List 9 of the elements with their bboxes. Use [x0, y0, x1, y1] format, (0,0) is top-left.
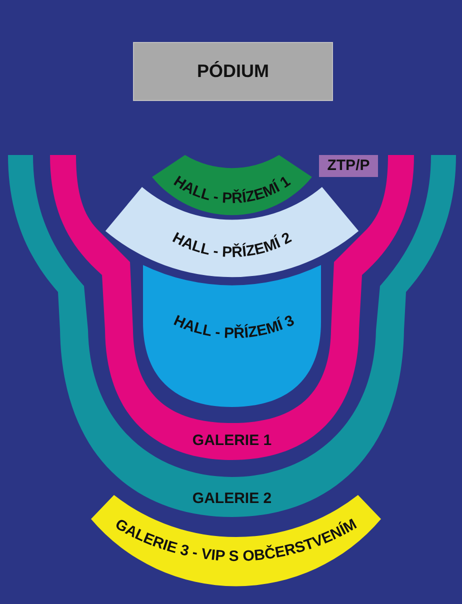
stage-block	[133, 42, 333, 101]
section-label: HALL - PŘÍZEMÍ 2	[170, 229, 294, 262]
section-label: GALERIE 2	[192, 490, 272, 508]
section-label: HALL - PŘÍZEMÍ 1	[170, 172, 294, 208]
section-label: ZTP/P	[327, 158, 370, 174]
seating-block	[319, 155, 378, 177]
section-label: HALL - PŘÍZEMÍ 3	[171, 312, 297, 342]
stage-label: PÓDIUM	[197, 62, 269, 82]
section-label: GALERIE 1	[192, 432, 272, 450]
